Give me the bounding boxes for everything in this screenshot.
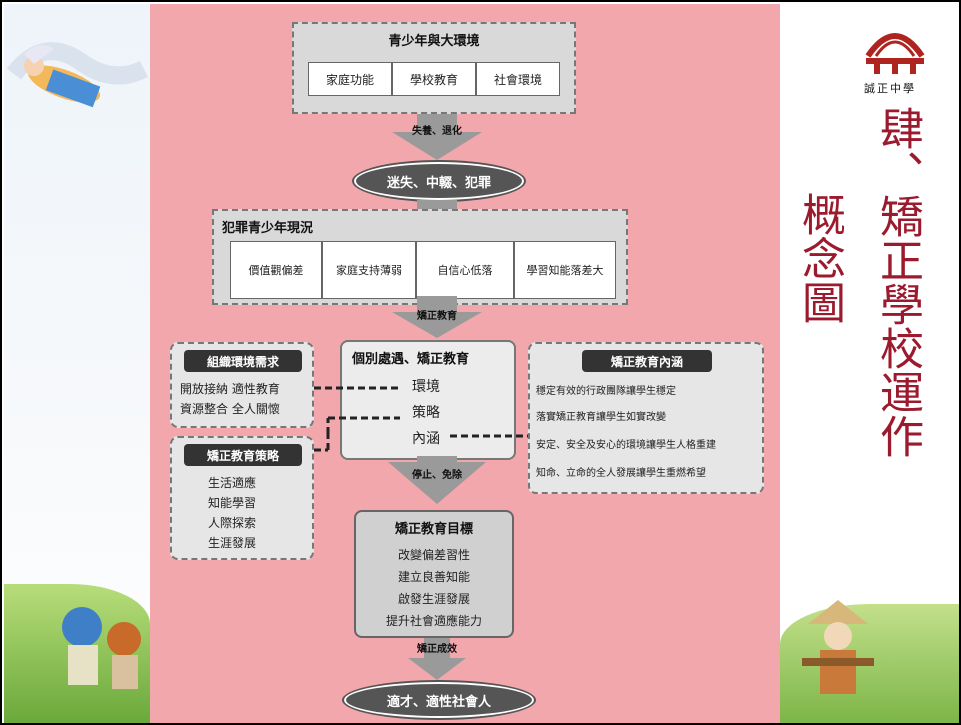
individual-treatment-line: 環境: [412, 379, 440, 395]
concept-diagram: 青少年與大環境 家庭功能 學校教育 社會環境 失養、退化 迷失、中輟、犯罪 入校…: [150, 4, 780, 723]
content-box: 矯正教育內涵 穩定有效的行政團隊讓學生穩定 落實矯正教育讓學生如實改變 安定、安…: [528, 342, 764, 494]
goal-line: 改變偏差習性: [397, 548, 470, 562]
status-item: 自信心低落: [416, 241, 514, 299]
content-line: 落實矯正教育讓學生如實改變: [536, 412, 666, 423]
content-line: 安定、安全及安心的環境讓學生人格重建: [536, 440, 716, 451]
arrow-label: 矯正教育: [417, 311, 457, 322]
arrow-down: [408, 638, 466, 680]
arrow-down: [388, 456, 486, 504]
strategy-box: 矯正教育策略 生活適應 知能學習 人際探索 生涯發展: [170, 436, 314, 560]
goal-box: 矯正教育目標 改變偏差習性 建立良善知能 啟發生涯發展 提升社會適應能力: [354, 510, 514, 638]
sub-title: 概念圖: [794, 192, 845, 324]
organization-needs-title: 組織環境需求: [184, 350, 302, 372]
outcome-pill: 適才、適性社會人: [344, 682, 534, 718]
status-box: 犯罪青少年現況 價值觀偏差 家庭支持薄弱 自信心低落 學習知能落差大: [212, 209, 628, 305]
arrow-down: [392, 296, 482, 338]
individual-treatment-line: 策略: [412, 405, 440, 421]
environment-item: 家庭功能: [308, 62, 392, 96]
strategy-line: 人際探索: [208, 516, 257, 530]
environment-box: 青少年與大環境 家庭功能 學校教育 社會環境: [292, 22, 576, 114]
strategy-title: 矯正教育策略: [184, 444, 302, 466]
environment-item: 社會環境: [476, 62, 560, 96]
school-logo-icon: [865, 33, 925, 74]
environment-title: 青少年與大環境: [388, 34, 480, 49]
arrow-label: 失養、退化: [412, 126, 462, 137]
dashed-connectors: [314, 386, 528, 452]
arrow-down: [392, 114, 482, 160]
arrow-label: 矯正成效: [417, 644, 457, 655]
status-item: 價值觀偏差: [230, 241, 322, 299]
status-item: 學習知能落差大: [514, 241, 616, 299]
status-item: 家庭支持薄弱: [322, 241, 416, 299]
individual-treatment-box: 個別處遇、矯正教育 環境 策略 內涵: [340, 340, 516, 460]
strategy-line: 生涯發展: [208, 536, 257, 550]
children-illustration: [62, 607, 141, 689]
content-line: 穩定有效的行政團隊讓學生穩定: [536, 386, 676, 397]
school-name: 誠正中學: [864, 82, 916, 95]
status-title: 犯罪青少年現況: [222, 221, 314, 236]
arrow-label: 停止、免除: [412, 470, 462, 481]
organization-needs-box: 組織環境需求 開放接納 適性教育 資源整合 全人關懷: [170, 342, 314, 428]
content-line: 知命、立命的全人發展讓學生重燃希望: [536, 468, 706, 479]
crisis-pill: 迷失、中輟、犯罪: [354, 162, 524, 200]
goal-line: 提升社會適應能力: [385, 614, 482, 628]
individual-treatment-line: 內涵: [412, 431, 440, 447]
left-decoration-panel: [4, 4, 150, 723]
flying-child-illustration: [6, 42, 149, 108]
content-title: 矯正教育內涵: [582, 350, 712, 372]
main-title: 肆、矯正學校運作: [872, 106, 923, 458]
organization-needs-line: 資源整合 全人關懷: [180, 402, 280, 416]
organization-needs-line: 開放接納 適性教育: [180, 382, 280, 396]
goal-title: 矯正教育目標: [394, 522, 473, 537]
goal-line: 啟發生涯發展: [397, 592, 470, 606]
scarecrow-illustration: [802, 600, 874, 694]
goal-line: 建立良善知能: [397, 570, 470, 584]
environment-item: 學校教育: [392, 62, 476, 96]
strategy-line: 生活適應: [208, 476, 257, 490]
right-title-panel: 誠正中學 肆、矯正學校運作 概念圖: [780, 4, 959, 723]
strategy-line: 知能學習: [208, 496, 257, 510]
individual-treatment-title: 個別處遇、矯正教育: [352, 352, 470, 367]
